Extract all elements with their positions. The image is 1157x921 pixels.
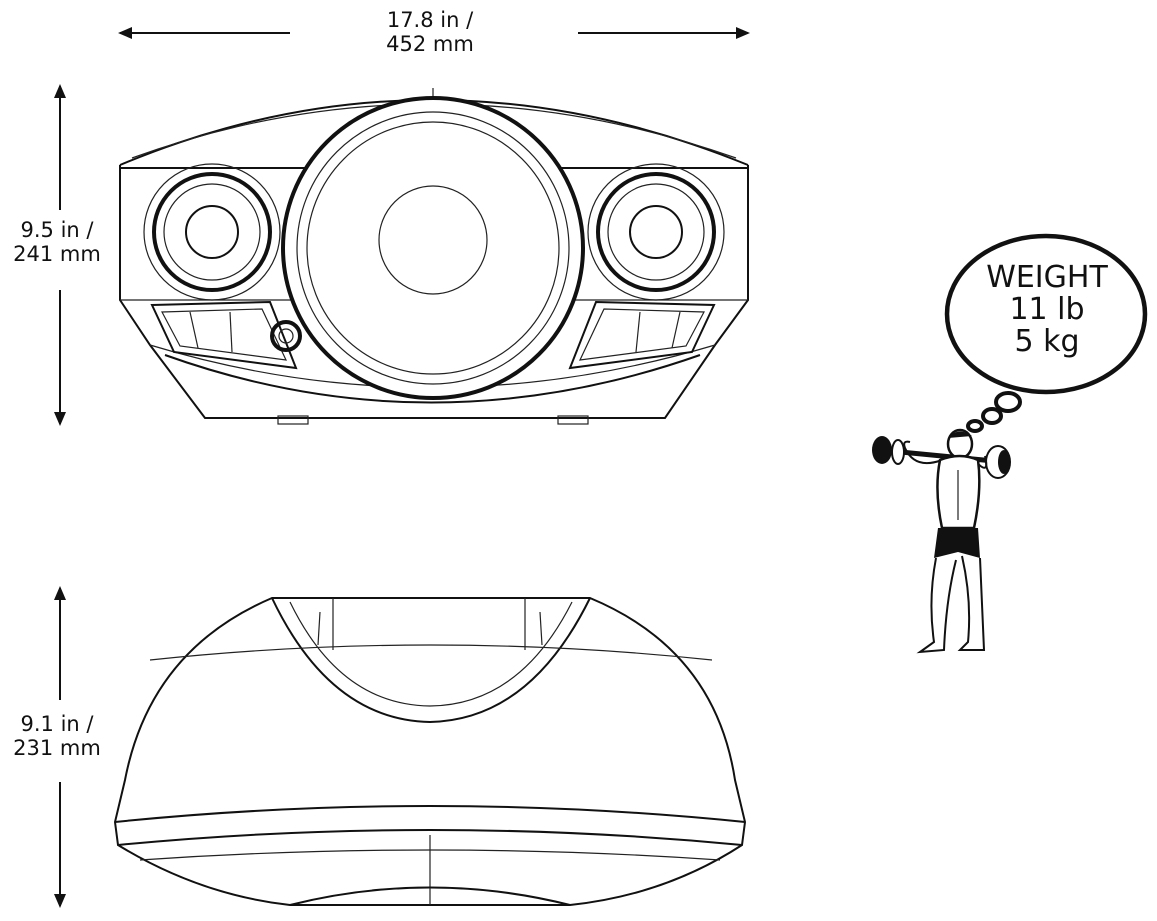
right-tweeter — [587, 163, 725, 301]
weight-thought-bubble — [944, 233, 1148, 433]
speaker-front-view — [119, 88, 749, 425]
width-metric: 452 mm — [386, 32, 474, 56]
weight-imperial: 11 lb — [1009, 292, 1085, 327]
left-tweeter — [143, 163, 281, 301]
width-dimension-label: 17.8 in / 452 mm — [360, 8, 500, 56]
center-woofer — [281, 96, 585, 400]
left-handle-recess — [150, 300, 298, 370]
logo-icon — [270, 320, 302, 352]
height-dimension-label: 9.5 in / 241 mm — [2, 218, 112, 266]
strongman-illustration — [872, 428, 1011, 654]
depth-metric: 231 mm — [13, 736, 101, 760]
weight-label: WEIGHT 11 lb 5 kg — [952, 262, 1142, 358]
speaker-top-view — [113, 597, 747, 906]
weight-metric: 5 kg — [1014, 324, 1080, 359]
depth-imperial: 9.1 in / — [20, 712, 94, 736]
height-imperial: 9.5 in / — [20, 218, 94, 242]
right-handle-recess — [568, 300, 716, 370]
depth-dimension-label: 9.1 in / 231 mm — [2, 712, 112, 760]
height-metric: 241 mm — [13, 242, 101, 266]
width-imperial: 17.8 in / — [386, 8, 474, 32]
weight-heading: WEIGHT — [986, 260, 1108, 295]
